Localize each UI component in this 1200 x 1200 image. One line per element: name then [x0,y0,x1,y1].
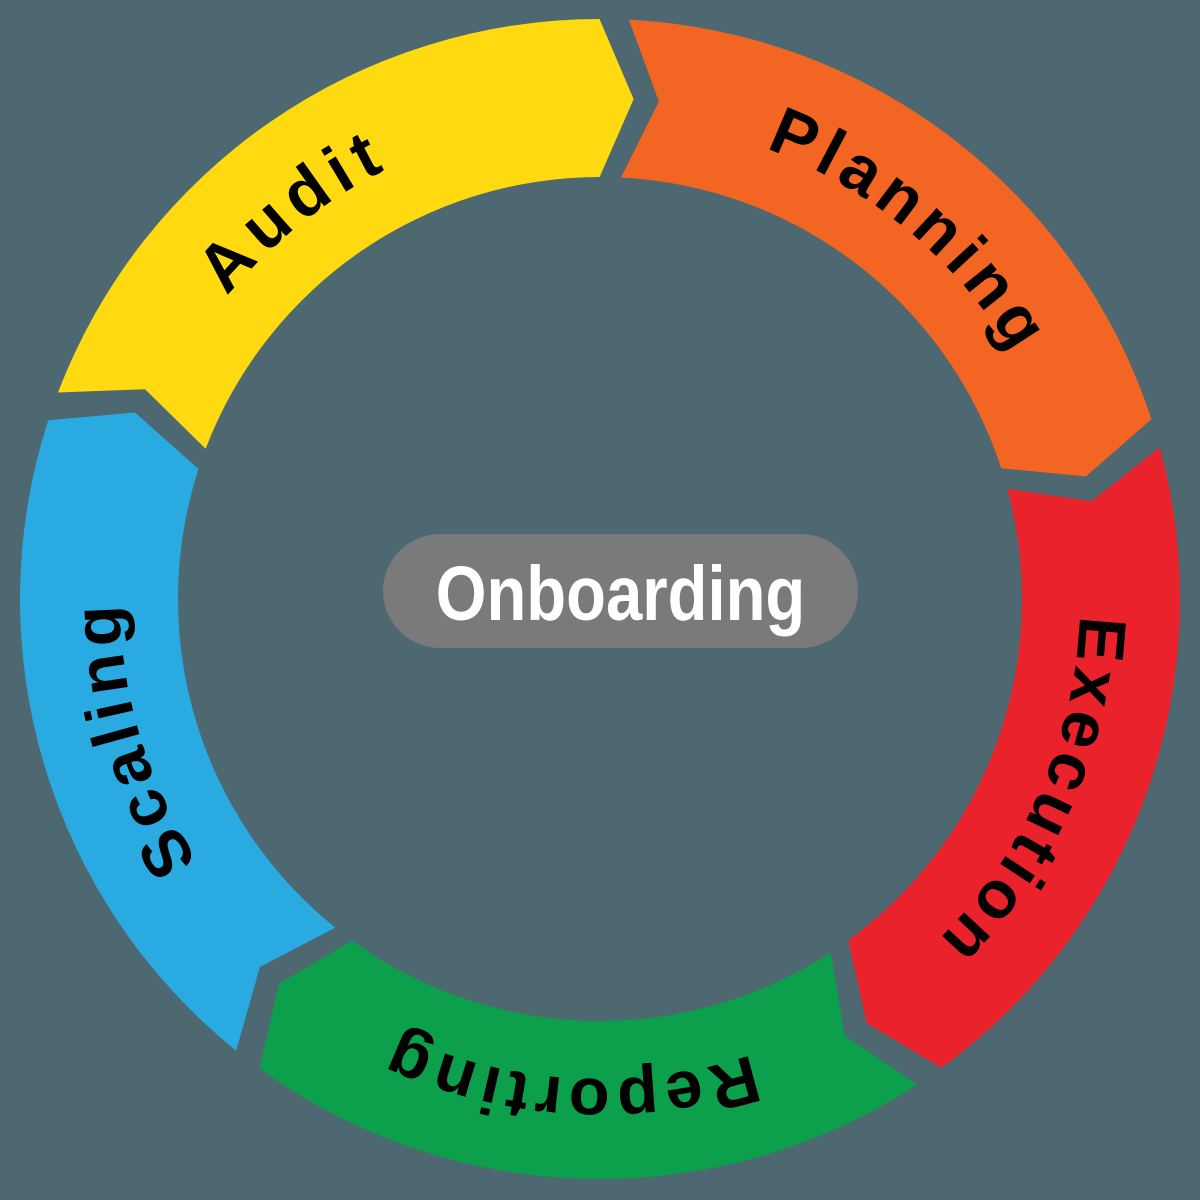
svg-text:Onboarding: Onboarding [436,551,805,637]
